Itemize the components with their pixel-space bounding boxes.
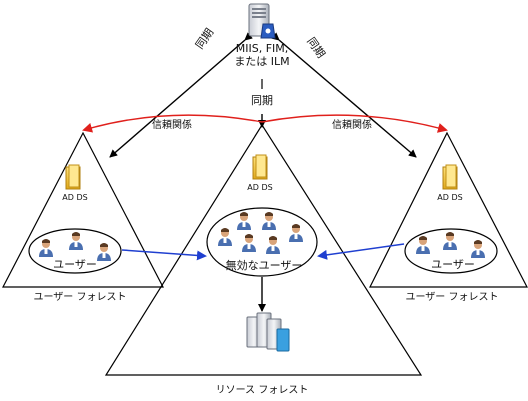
resource-ad-ds-label: AD DS [247,183,273,192]
right-ad-ds-label: AD DS [437,193,463,202]
left-trust-label: 信頼関係 [152,120,192,131]
left-user-link-arrow [121,249,207,261]
center-sync-label: 同期 [251,94,273,107]
left-users-ellipse [28,228,122,274]
right-trust-arrow [261,114,448,133]
left-trust-arrow [82,114,263,133]
left-sync-arrow [109,32,253,158]
sync-server-label-line2: または ILM [234,55,290,68]
disabled-users-icons [218,212,303,254]
left-ad-folder-icon [65,164,81,190]
sync-server-label-line1: MIIS, FIM, [235,42,289,55]
resource-forest-label: リソース フォレスト [215,385,309,396]
left-users-icons [39,232,111,261]
server-cluster-icon [246,312,290,352]
disabled-users-label: 無効なユーザー [225,259,303,272]
left-users-label: ユーザー [53,258,97,271]
left-forest-label: ユーザー フォレスト [33,292,127,303]
server-icon [248,3,276,39]
right-ad-folder-icon [442,164,458,190]
right-users-icons [416,232,485,258]
left-user-forest-triangle [2,131,164,288]
right-user-forest-triangle [369,131,528,288]
right-sync-arrow [271,32,417,158]
right-trust-label: 信頼関係 [332,120,372,131]
right-users-label: ユーザー [431,258,475,271]
right-forest-label: ユーザー フォレスト [405,292,499,303]
resource-forest-triangle [104,123,423,376]
resource-ad-folder-icon [252,154,268,180]
left-ad-ds-label: AD DS [62,193,88,202]
disabled-users-ellipse [206,207,318,277]
right-users-ellipse [404,228,498,274]
right-user-link-arrow [317,243,405,260]
